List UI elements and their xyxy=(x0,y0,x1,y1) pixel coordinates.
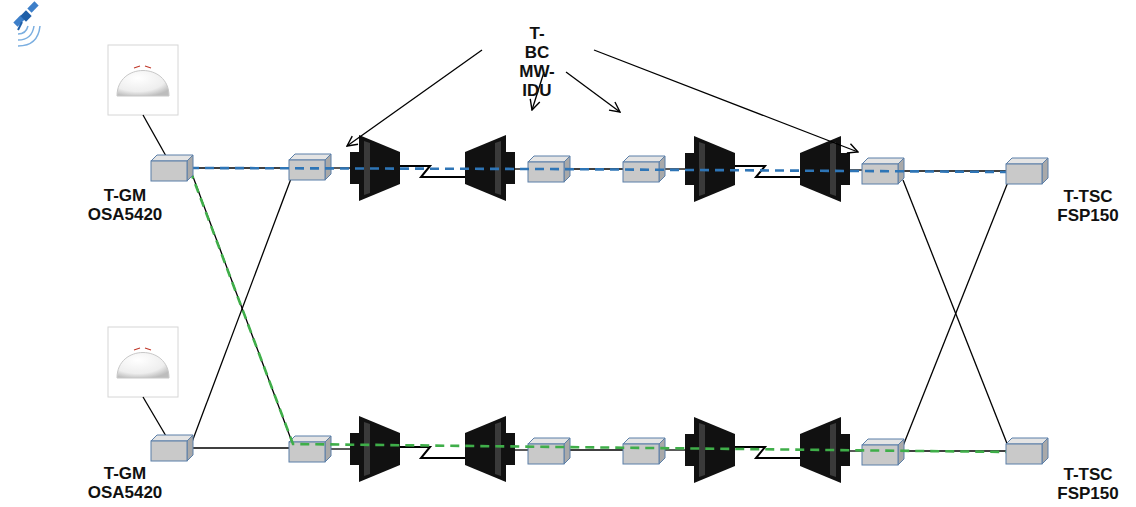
sync-path-green xyxy=(190,170,1010,452)
clock-box-shape xyxy=(1006,438,1048,464)
sync-path-blue xyxy=(190,168,1010,172)
microwave-dish xyxy=(465,416,515,482)
antenna-frame xyxy=(108,45,178,115)
node-label: T-TSC FSP150 xyxy=(1057,187,1118,225)
boundary-clock-box xyxy=(289,436,331,462)
antenna-dome xyxy=(117,353,169,379)
clock-box xyxy=(1005,437,1049,465)
callout-arrow xyxy=(594,50,858,152)
gps-antenna xyxy=(108,327,178,436)
clock-box xyxy=(1005,157,1049,185)
clock-box-shape xyxy=(151,155,193,181)
satellite-antenna xyxy=(18,22,22,30)
node-label: T-GM OSA5420 xyxy=(88,464,163,502)
radio-link xyxy=(400,447,466,458)
antenna-dome xyxy=(117,71,169,97)
network-element: T-GM OSA5420 xyxy=(150,434,194,462)
antenna-cable xyxy=(143,397,166,436)
boundary-clock-box xyxy=(623,438,665,464)
clock-box-shape xyxy=(151,435,193,461)
boundary-clock-box xyxy=(289,154,331,180)
link-line xyxy=(903,182,1008,446)
link-line xyxy=(569,449,624,450)
boundary-clock-box xyxy=(528,438,570,464)
cross-links xyxy=(192,174,1008,446)
network-element: T-TSC FSP150 xyxy=(1005,157,1049,185)
satellite-panel xyxy=(27,1,38,12)
boundary-clock-box xyxy=(862,439,904,465)
link-line xyxy=(330,448,352,449)
radio-wave xyxy=(18,26,34,40)
clock-box-shape xyxy=(1006,158,1048,184)
clock-box xyxy=(150,434,194,462)
callout-arrow xyxy=(347,50,482,146)
clock-box xyxy=(150,154,194,182)
radio-wave xyxy=(18,26,28,34)
antenna-cable xyxy=(143,115,166,156)
network-element: T-TSC FSP150 xyxy=(1005,437,1049,465)
callout-arrows xyxy=(347,50,858,152)
satellite-body xyxy=(20,10,31,21)
antenna-mark xyxy=(134,66,151,68)
satellite-icon xyxy=(13,1,40,46)
callout-arrow xyxy=(566,72,620,112)
node-label: T-TSC FSP150 xyxy=(1057,465,1118,503)
link-line xyxy=(192,447,290,448)
callout-label: T-BC MW-IDU xyxy=(519,24,555,100)
gps-antenna xyxy=(108,45,178,156)
node-label: T-GM OSA5420 xyxy=(88,186,163,224)
radio-wave xyxy=(18,26,40,46)
antenna-mark xyxy=(134,348,151,350)
antenna-frame xyxy=(108,327,178,397)
microwave-dish xyxy=(350,416,400,482)
network-element: T-GM OSA5420 xyxy=(150,154,194,182)
link-line xyxy=(903,180,1008,446)
boundary-clock-box xyxy=(528,156,570,182)
